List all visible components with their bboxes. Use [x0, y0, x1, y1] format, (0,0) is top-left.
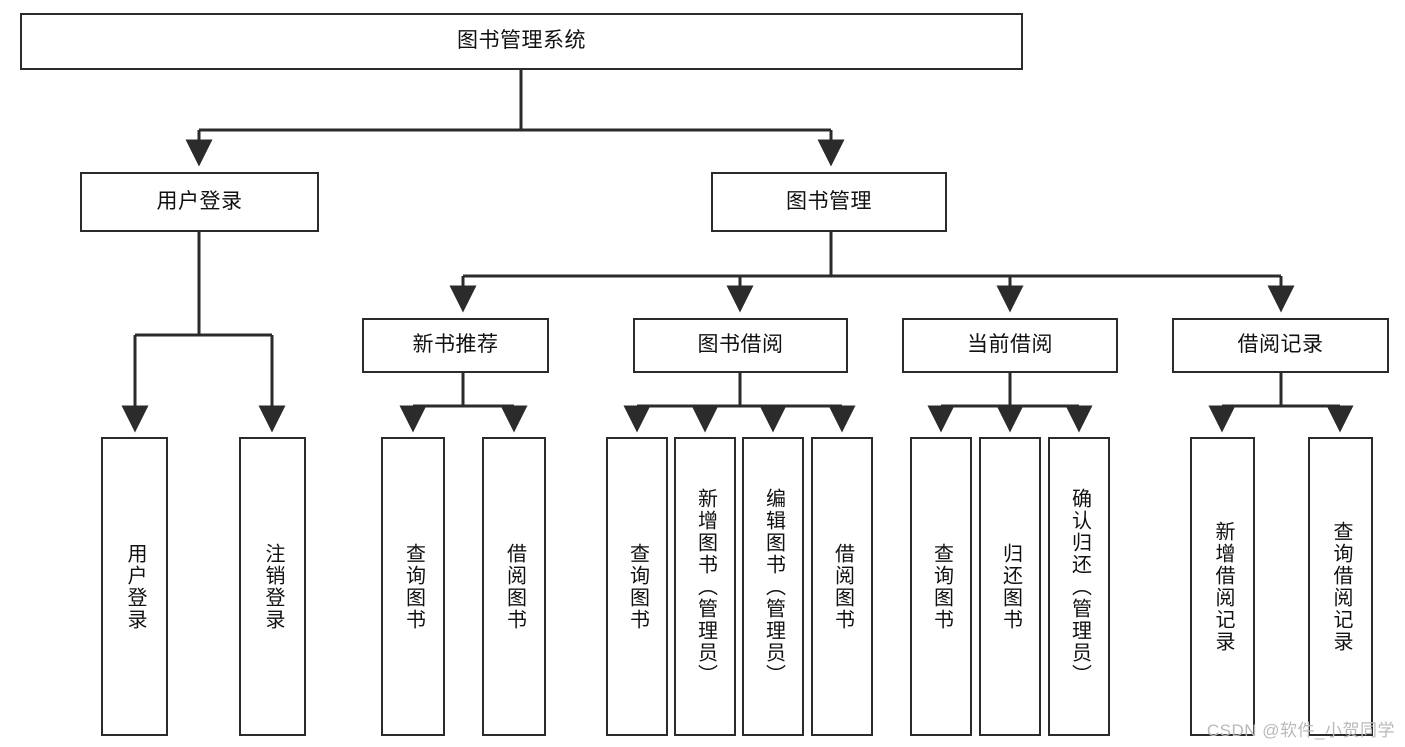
node-label: 编辑图书（管理员）: [762, 487, 785, 686]
node-leaf-add-borrow-record[interactable]: 新增借阅记录: [1190, 437, 1255, 736]
node-label: 借阅记录: [1237, 333, 1324, 357]
node-leaf-user-login[interactable]: 用户登录: [101, 437, 168, 736]
node-label: 用户登录: [156, 189, 243, 213]
node-label: 注销登录: [262, 542, 284, 631]
node-new-book-recommend[interactable]: 新书推荐: [362, 318, 549, 373]
node-label: 新增借阅记录: [1212, 520, 1234, 653]
node-label: 用户登录: [124, 542, 146, 631]
node-root-book-management-system[interactable]: 图书管理系统: [20, 13, 1023, 70]
node-borrow-record[interactable]: 借阅记录: [1172, 318, 1389, 373]
node-label: 查询图书: [626, 542, 649, 631]
node-book-borrow[interactable]: 图书借阅: [633, 318, 848, 373]
node-user-login[interactable]: 用户登录: [80, 172, 319, 232]
node-label: 查询借阅记录: [1330, 520, 1352, 653]
node-leaf-query-book-recommend[interactable]: 查询图书: [381, 437, 445, 736]
node-label: 图书管理: [786, 189, 872, 213]
node-leaf-query-borrow-record[interactable]: 查询借阅记录: [1308, 437, 1373, 736]
csdn-watermark: CSDN @软件_小贺同学: [1206, 721, 1395, 740]
node-leaf-query-book-current[interactable]: 查询图书: [910, 437, 972, 736]
node-label: 借阅图书: [831, 542, 854, 631]
node-label: 查询图书: [402, 542, 425, 631]
node-current-borrow[interactable]: 当前借阅: [902, 318, 1118, 373]
node-book-management[interactable]: 图书管理: [711, 172, 947, 232]
node-leaf-return-book[interactable]: 归还图书: [979, 437, 1041, 736]
node-label: 借阅图书: [503, 542, 526, 631]
node-label: 查询图书: [930, 542, 953, 631]
node-label: 确认归还（管理员）: [1068, 487, 1091, 686]
node-leaf-logout-login[interactable]: 注销登录: [239, 437, 306, 736]
node-label: 当前借阅: [967, 333, 1053, 357]
node-label: 新增图书（管理员）: [694, 487, 717, 686]
node-leaf-borrow-book[interactable]: 借阅图书: [811, 437, 873, 736]
node-label: 图书管理系统: [457, 29, 586, 53]
node-leaf-confirm-return-admin[interactable]: 确认归还（管理员）: [1048, 437, 1110, 736]
node-label: 归还图书: [999, 542, 1022, 631]
node-label: 新书推荐: [412, 333, 499, 357]
node-leaf-edit-book-admin[interactable]: 编辑图书（管理员）: [742, 437, 804, 736]
node-leaf-borrow-book-recommend[interactable]: 借阅图书: [482, 437, 546, 736]
node-leaf-query-book-borrow[interactable]: 查询图书: [606, 437, 668, 736]
node-leaf-add-book-admin[interactable]: 新增图书（管理员）: [674, 437, 736, 736]
node-label: 图书借阅: [697, 333, 784, 357]
